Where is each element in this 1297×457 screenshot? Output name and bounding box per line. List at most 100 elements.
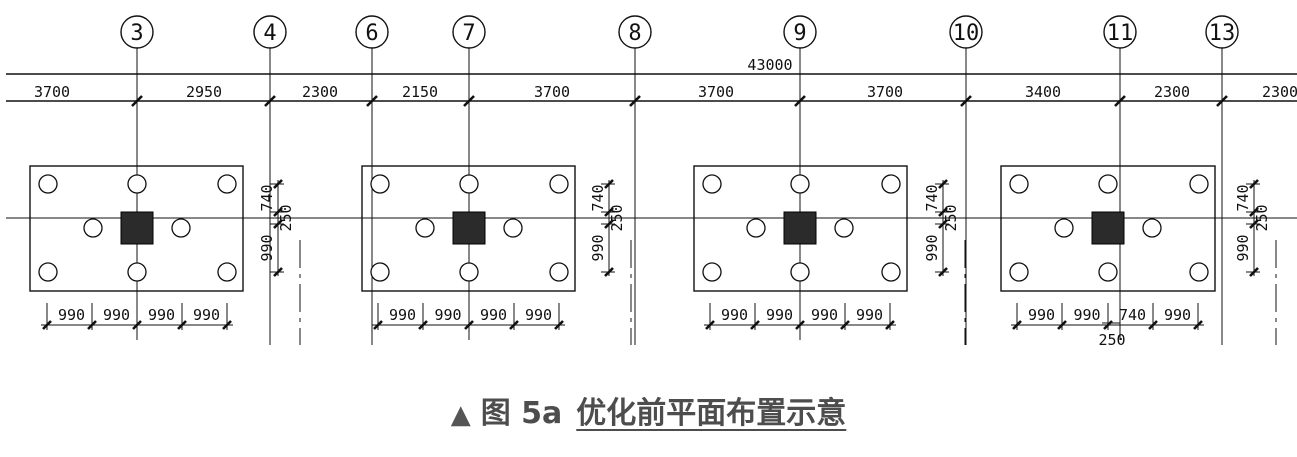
span-tick-6 bbox=[366, 95, 378, 107]
side-tick bbox=[938, 207, 948, 217]
span-tick-4 bbox=[264, 95, 276, 107]
axis-label-8: 8 bbox=[628, 21, 641, 46]
pile bbox=[702, 262, 722, 282]
side-tick bbox=[604, 179, 614, 189]
column bbox=[120, 211, 154, 245]
side-tick bbox=[1249, 219, 1259, 229]
dimension-tick bbox=[554, 320, 564, 330]
axis-label-3: 3 bbox=[130, 21, 143, 46]
axis-label-9: 9 bbox=[793, 21, 806, 46]
pile bbox=[217, 262, 237, 282]
dimension-tick bbox=[1193, 320, 1203, 330]
bottom-dimension-label: 990 bbox=[480, 306, 507, 324]
pile bbox=[834, 218, 854, 238]
bottom-dimension-label: 990 bbox=[389, 306, 416, 324]
dimension-tick bbox=[464, 320, 474, 330]
dimension-tick bbox=[373, 320, 383, 330]
span-tick-8 bbox=[629, 95, 641, 107]
bottom-dimension-label: 990 bbox=[766, 306, 793, 324]
dimension-tick bbox=[222, 320, 232, 330]
side-tick bbox=[1249, 179, 1259, 189]
dimension-tick bbox=[418, 320, 428, 330]
dimension-tick bbox=[840, 320, 850, 330]
pile bbox=[370, 262, 390, 282]
pile bbox=[217, 174, 237, 194]
bottom-dimension-label: 990 bbox=[721, 306, 748, 324]
dimension-tick bbox=[1148, 320, 1158, 330]
span-label: 3700 bbox=[534, 83, 570, 101]
side-tick bbox=[273, 267, 283, 277]
span-tick-13 bbox=[1216, 95, 1228, 107]
span-label: 2150 bbox=[402, 83, 438, 101]
span-label: 3700 bbox=[698, 83, 734, 101]
column bbox=[783, 211, 817, 245]
bottom-dimension-label: 990 bbox=[148, 306, 175, 324]
pile bbox=[790, 174, 810, 194]
side-tick bbox=[273, 219, 283, 229]
pile bbox=[881, 262, 901, 282]
pile bbox=[83, 218, 103, 238]
bottom-dimension-label: 990 bbox=[103, 306, 130, 324]
bottom-dimension-label: 740 bbox=[1119, 306, 1146, 324]
side-dimension-label: 740 bbox=[258, 184, 276, 211]
pile bbox=[171, 218, 191, 238]
side-tick bbox=[938, 179, 948, 189]
span-tick-3 bbox=[131, 95, 143, 107]
span-tick-11 bbox=[1114, 95, 1126, 107]
side-tick bbox=[604, 207, 614, 217]
pile bbox=[370, 174, 390, 194]
bottom-dimension-label: 990 bbox=[1164, 306, 1191, 324]
pile bbox=[38, 174, 58, 194]
figure-title: 优化前平面布置示意 bbox=[576, 396, 847, 431]
axis-label-7: 7 bbox=[462, 21, 475, 46]
pile bbox=[1098, 262, 1118, 282]
side-tick bbox=[604, 219, 614, 229]
bottom-dimension-label: 990 bbox=[1028, 306, 1055, 324]
span-label: 2300 bbox=[1262, 83, 1297, 101]
pile bbox=[881, 174, 901, 194]
side-tick bbox=[938, 267, 948, 277]
pile bbox=[1189, 262, 1209, 282]
extra-dimension-label: 250 bbox=[1098, 331, 1125, 349]
side-tick bbox=[604, 267, 614, 277]
pile bbox=[790, 262, 810, 282]
side-dimension-label: 990 bbox=[923, 234, 941, 261]
axis-label-6: 6 bbox=[365, 21, 378, 46]
span-label: 3700 bbox=[34, 83, 70, 101]
dimension-tick bbox=[87, 320, 97, 330]
column bbox=[1091, 211, 1125, 245]
span-label: 3400 bbox=[1025, 83, 1061, 101]
bottom-dimension-label: 990 bbox=[811, 306, 838, 324]
triangle-marker-icon: ▲ bbox=[450, 400, 471, 430]
span-label: 2950 bbox=[186, 83, 222, 101]
cap-outline bbox=[29, 165, 244, 292]
span-tick-9 bbox=[794, 95, 806, 107]
dimension-tick bbox=[750, 320, 760, 330]
cap-outline bbox=[693, 165, 908, 292]
bottom-dimension-label: 990 bbox=[856, 306, 883, 324]
pile bbox=[1189, 174, 1209, 194]
side-dimension-label: 740 bbox=[589, 184, 607, 211]
side-dimension-label: 250 bbox=[608, 204, 626, 231]
side-tick bbox=[938, 219, 948, 229]
pile bbox=[746, 218, 766, 238]
pile bbox=[503, 218, 523, 238]
pile bbox=[702, 174, 722, 194]
dimension-tick bbox=[705, 320, 715, 330]
pile bbox=[1009, 174, 1029, 194]
axis-label-11: 11 bbox=[1107, 21, 1134, 46]
side-dimension-label: 990 bbox=[589, 234, 607, 261]
dimension-tick bbox=[885, 320, 895, 330]
dimension-tick bbox=[1103, 320, 1113, 330]
side-tick bbox=[273, 207, 283, 217]
total-dimension-label: 43000 bbox=[747, 56, 792, 74]
pile bbox=[549, 174, 569, 194]
pile bbox=[127, 262, 147, 282]
dimension-tick bbox=[132, 320, 142, 330]
span-label: 3700 bbox=[867, 83, 903, 101]
